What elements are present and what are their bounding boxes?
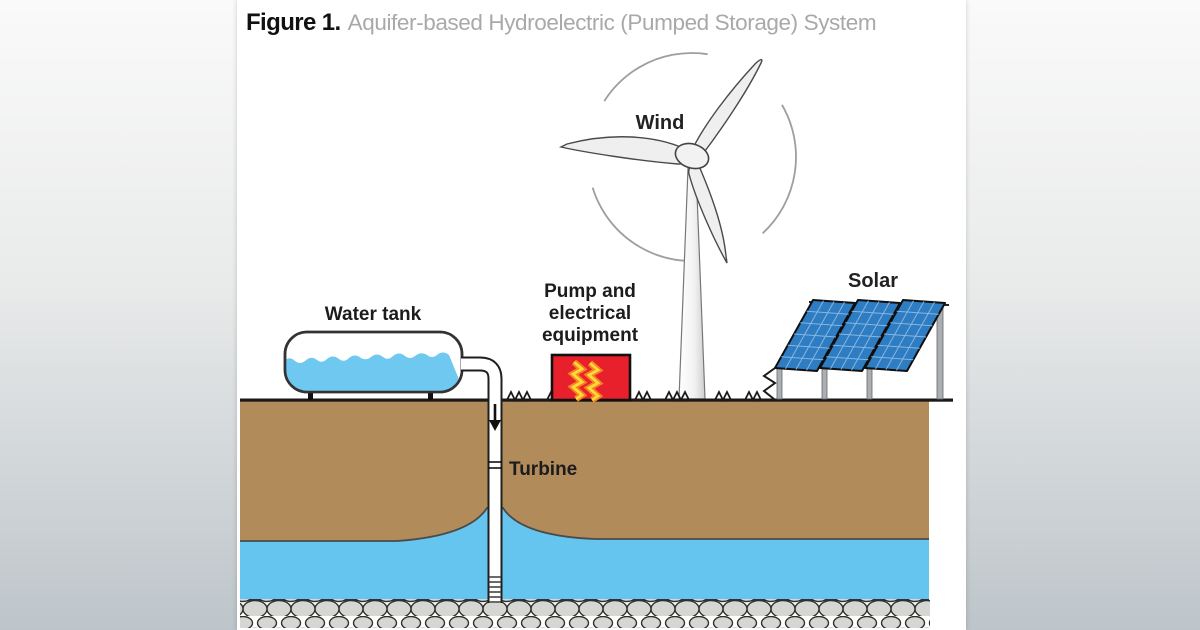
turbine-hub xyxy=(674,142,710,170)
electricity-bolt-icon xyxy=(567,359,588,402)
turbine-label: Turbine xyxy=(509,459,577,480)
water-tank-label: Water tank xyxy=(325,304,422,325)
solar-array: Solar xyxy=(762,270,950,400)
figure-panel: Figure 1.Aquifer-based Hydroelectric (Pu… xyxy=(237,0,966,630)
turbine-blades xyxy=(558,58,763,264)
solar-cable xyxy=(762,367,777,400)
pipe-coupling xyxy=(488,461,502,469)
diagram-svg: Wind Water tank xyxy=(240,52,953,628)
svg-text:Pump and: Pump and xyxy=(544,281,636,302)
pipe-bore xyxy=(461,358,501,603)
figure-title: Figure 1.Aquifer-based Hydroelectric (Pu… xyxy=(246,9,877,37)
svg-text:electrical: electrical xyxy=(549,303,631,324)
solar-label: Solar xyxy=(848,270,898,292)
wind-label: Wind xyxy=(636,112,685,134)
tank-water xyxy=(285,352,462,392)
gravel-layer xyxy=(240,599,930,628)
tank-leg-left xyxy=(308,390,313,400)
water-tank: Water tank xyxy=(283,304,464,400)
pump-label: Pump and electrical equipment xyxy=(542,281,639,346)
wind-turbine: Wind xyxy=(558,52,797,400)
figure-caption: Aquifer-based Hydroelectric (Pumped Stor… xyxy=(347,10,877,35)
flow-arrow-down-icon xyxy=(489,404,501,431)
electricity-bolt-icon xyxy=(583,360,604,403)
well-screen xyxy=(489,576,501,603)
rotation-arcs xyxy=(587,52,797,262)
subsurface xyxy=(240,401,930,628)
pump-equipment: Pump and electrical equipment xyxy=(542,281,639,403)
figure-number: Figure 1. xyxy=(246,9,341,36)
grass-tufts xyxy=(506,389,762,403)
aquifer-layer xyxy=(240,508,929,600)
well-pipe: Turbine xyxy=(461,356,577,603)
svg-text:equipment: equipment xyxy=(542,325,639,346)
tank-leg-right xyxy=(428,390,433,400)
